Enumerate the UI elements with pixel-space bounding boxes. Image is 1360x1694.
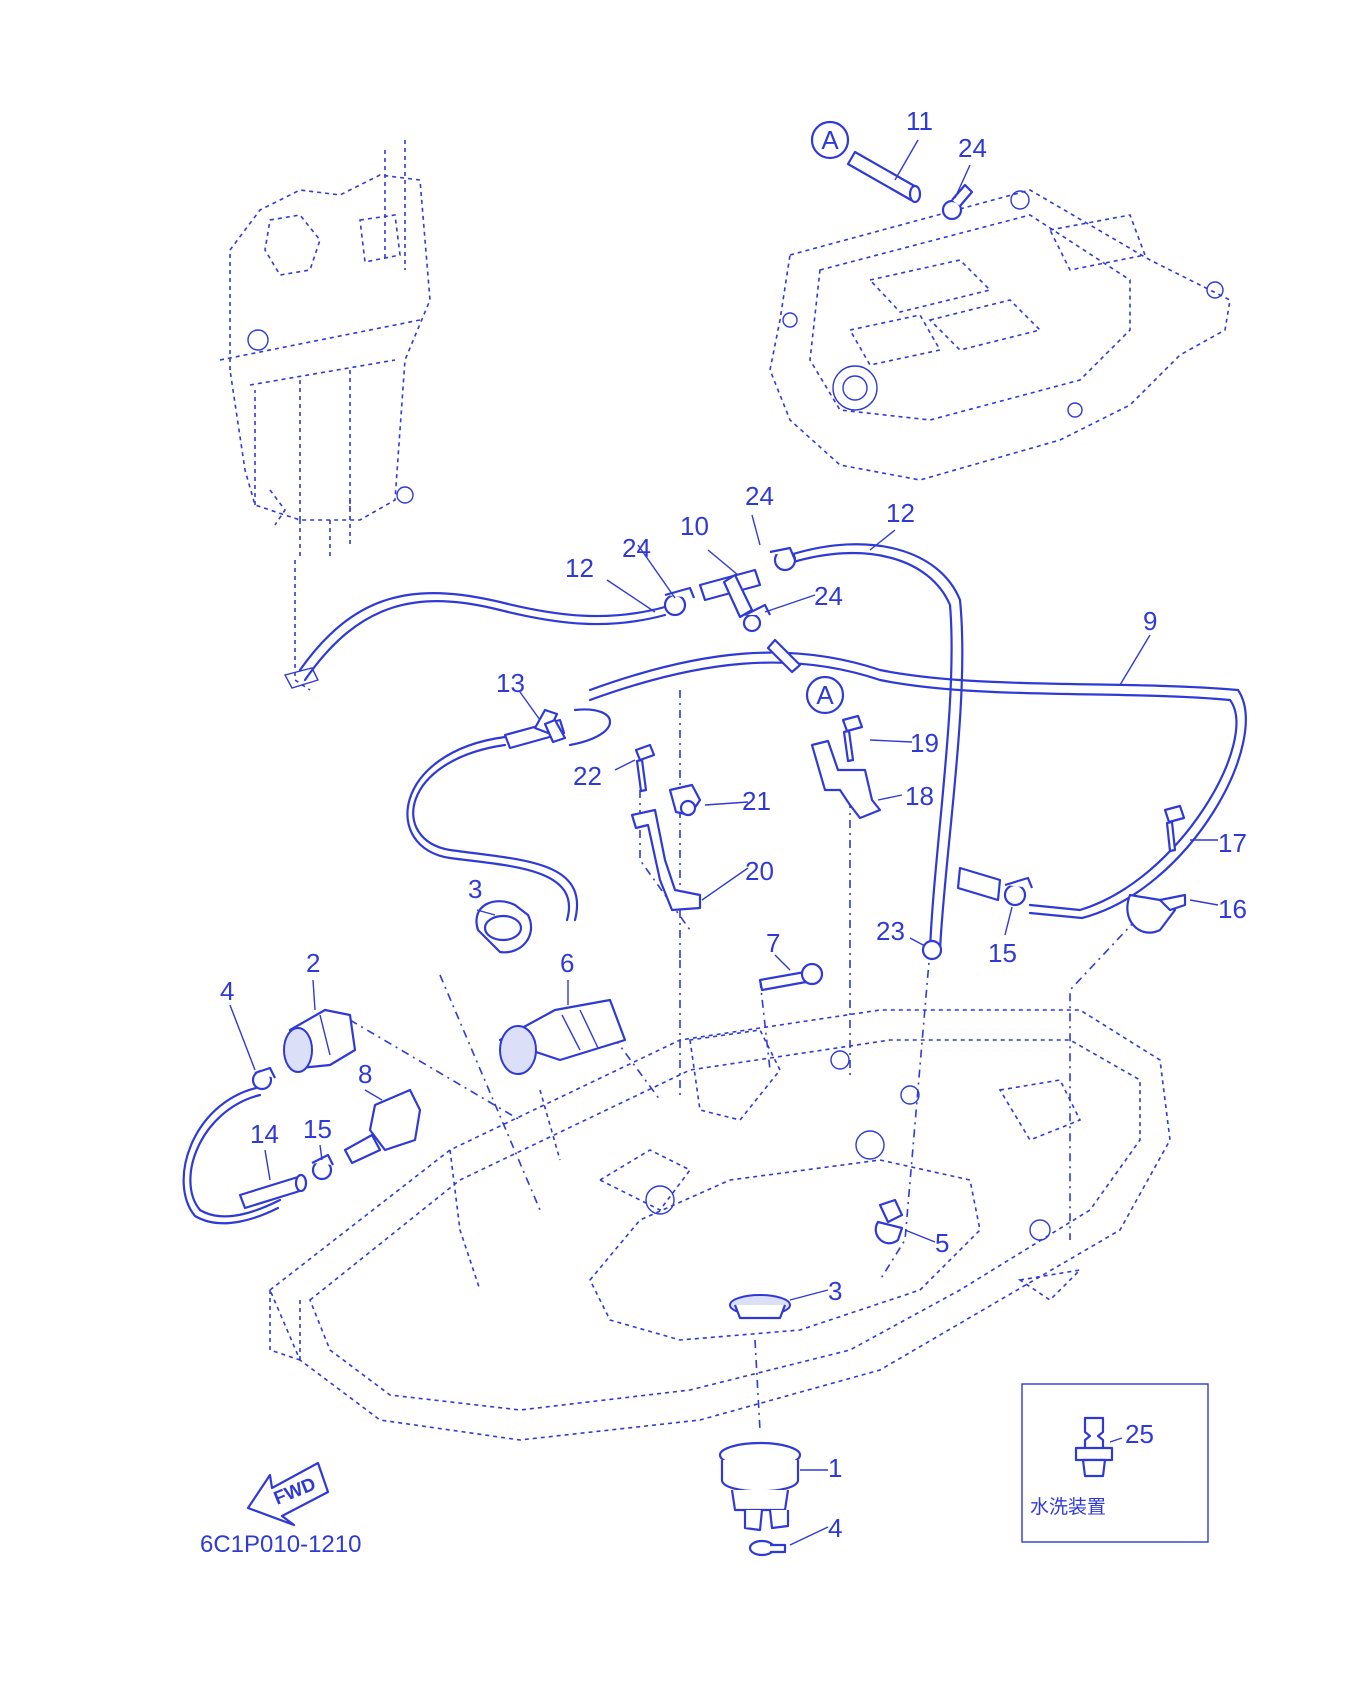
part-18-bracket (810, 739, 882, 820)
callout-18: 18 (905, 781, 934, 811)
part-23-grommet (921, 939, 943, 961)
callout-4-upper: 4 (220, 976, 234, 1006)
callout-6: 6 (560, 948, 574, 978)
inset-caption: 水洗装置 (1030, 1496, 1106, 1518)
callout-10: 10 (680, 511, 709, 541)
callout-7: 7 (766, 928, 780, 958)
part-10-t-joint (698, 568, 762, 619)
callout-3-lower: 3 (828, 1276, 842, 1306)
callout-15-lower: 15 (303, 1114, 332, 1144)
callout-8: 8 (358, 1059, 372, 1089)
part-3-grommet-upper (475, 900, 533, 954)
callout-24-top: 24 (958, 133, 987, 163)
part-6-fitting (498, 998, 627, 1075)
engine-assembly (219, 140, 431, 691)
callout-19: 19 (910, 728, 939, 758)
callout-9: 9 (1143, 606, 1157, 636)
reference-marker-a-top-label: A (821, 125, 839, 155)
callout-25: 25 (1125, 1419, 1154, 1449)
part-24-clamp (941, 183, 974, 221)
part-7-screw (758, 962, 824, 992)
part-connector-hose (766, 638, 802, 674)
part-13-t-joint (503, 708, 567, 750)
callout-16: 16 (1218, 894, 1247, 924)
callout-15-upper: 15 (988, 938, 1017, 968)
flushing-device-inset: 水洗装置 (1021, 1383, 1209, 1543)
callout-17: 17 (1218, 828, 1247, 858)
part-11-hose (846, 150, 922, 204)
part-1-drain-grommet (718, 1441, 802, 1532)
part-25-flushing-connector (1074, 1416, 1114, 1478)
part-5-valve (874, 1198, 904, 1245)
part-3-grommet-lower (729, 1294, 791, 1320)
part-22-bolt (634, 743, 656, 793)
reference-marker-a-top: A (810, 120, 850, 160)
callout-3-upper: 3 (468, 874, 482, 904)
callout-24-mid-left: 24 (622, 533, 651, 563)
assembly-guide-lines (349, 690, 1151, 1431)
catalog-code: 6C1P010-1210 (200, 1531, 361, 1558)
callout-4-lower: 4 (828, 1513, 842, 1543)
part-16-clamp (1126, 893, 1187, 934)
part-20-bracket (630, 808, 702, 912)
callout-labels: 11 24 24 10 12 24 12 24 9 13 19 22 18 21… (220, 106, 1247, 1543)
part-8-nut-fitting (343, 1088, 422, 1165)
callout-13: 13 (496, 668, 525, 698)
callout-11: 11 (906, 106, 933, 136)
callout-20: 20 (745, 856, 774, 886)
reference-marker-a-bottom-label: A (816, 680, 834, 710)
callout-14: 14 (250, 1119, 279, 1149)
leader-lines (229, 139, 1219, 1546)
reference-marker-a-bottom: A (805, 675, 845, 715)
part-4-clip-lower (748, 1539, 787, 1557)
callout-5: 5 (935, 1228, 949, 1258)
part-14-hose (238, 1173, 308, 1210)
part-19-bolt (841, 714, 864, 763)
callout-2: 2 (306, 948, 320, 978)
hose-routing (182, 543, 1247, 1225)
upper-casing-plate (769, 189, 1231, 481)
part-water-check-fitting (956, 866, 1002, 902)
part-15-clamp-upper (1003, 876, 1034, 907)
callout-22: 22 (573, 761, 602, 791)
fwd-arrow: FWD (246, 1461, 330, 1527)
callout-21: 21 (742, 786, 771, 816)
part-15-clamp-lower (311, 1153, 334, 1181)
callout-23: 23 (876, 916, 905, 946)
part-24-clamp-b (769, 546, 797, 572)
callout-24-mid-right: 24 (745, 481, 774, 511)
part-2-fitting (283, 1008, 357, 1073)
part-17-bolt (1163, 804, 1186, 853)
callout-24-mid-lower: 24 (814, 581, 843, 611)
callout-12-left: 12 (565, 553, 594, 583)
callout-12-right: 12 (886, 498, 915, 528)
part-4-clip-upper (251, 1066, 276, 1091)
part-21-clip (668, 783, 702, 817)
part-24-clamp-a (663, 586, 696, 617)
part-24-clamp-c (742, 603, 771, 633)
callout-1: 1 (828, 1453, 842, 1483)
bottom-cowling (269, 1009, 1171, 1441)
